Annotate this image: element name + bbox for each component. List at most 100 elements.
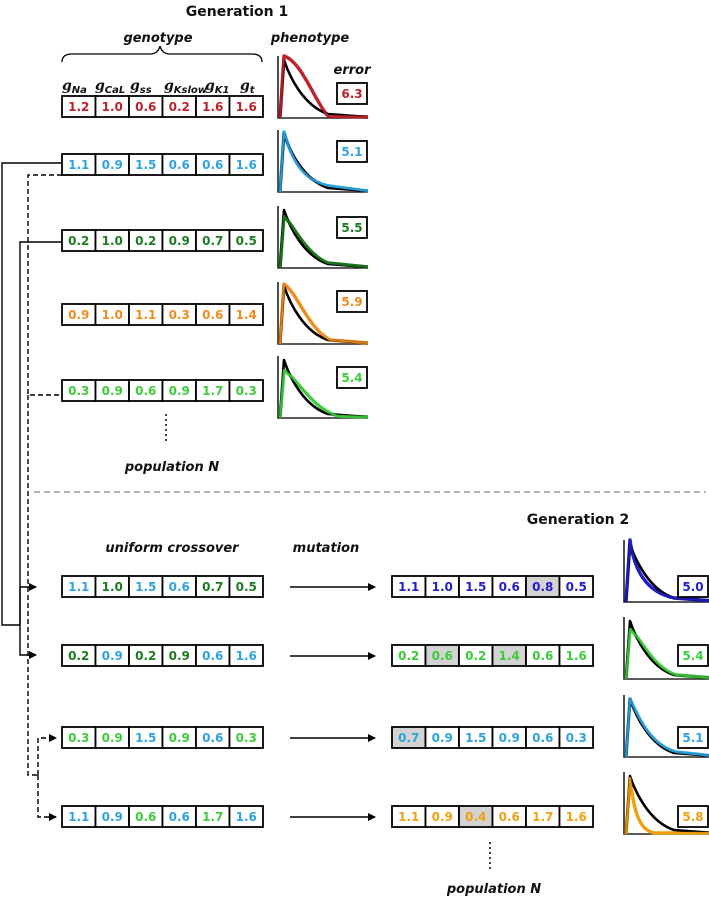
gene-value: 0.6 bbox=[499, 580, 520, 594]
error-value-box: 5.0 bbox=[677, 575, 709, 598]
error-label: error bbox=[334, 63, 373, 78]
gene-value: 0.5 bbox=[236, 234, 257, 248]
gene-value: 0.3 bbox=[236, 384, 257, 398]
gene-value: 0.2 bbox=[398, 649, 419, 663]
gene-value: 0.6 bbox=[135, 100, 156, 114]
gene-value: 0.9 bbox=[102, 810, 123, 824]
error-value: 5.0 bbox=[682, 580, 703, 594]
gene-value: 0.7 bbox=[398, 731, 419, 745]
gene-value: 1.1 bbox=[68, 158, 89, 172]
gene-value: 0.9 bbox=[102, 158, 123, 172]
error-value-box: 5.5 bbox=[336, 216, 368, 239]
gene-value: 1.0 bbox=[102, 580, 123, 594]
error-value: 5.1 bbox=[682, 731, 703, 745]
population-label-2: population N bbox=[446, 882, 541, 897]
gene-header-k1: gK1 bbox=[205, 78, 230, 96]
gene-value: 0.3 bbox=[566, 731, 587, 745]
selection-connectors-solid bbox=[1, 162, 62, 659]
error-value-box: 6.3 bbox=[336, 82, 368, 105]
gene-value: 1.5 bbox=[135, 580, 156, 594]
gene-cell bbox=[558, 805, 594, 828]
error-value: 5.5 bbox=[341, 221, 362, 235]
population-label-1: population N bbox=[124, 460, 219, 475]
gene-value: 0.6 bbox=[432, 649, 453, 663]
gene-value: 0.3 bbox=[169, 308, 190, 322]
error-value: 6.3 bbox=[341, 87, 362, 101]
error-value-box: 5.9 bbox=[336, 290, 368, 313]
error-value-box: 5.1 bbox=[677, 726, 709, 749]
gene-value: 1.6 bbox=[202, 100, 223, 114]
gene-value: 1.7 bbox=[532, 810, 553, 824]
gene-cell bbox=[228, 95, 264, 118]
gene-value: 0.2 bbox=[465, 649, 486, 663]
gene-cell bbox=[228, 379, 264, 402]
gene-value: 1.7 bbox=[202, 384, 223, 398]
gene-value: 0.9 bbox=[169, 731, 190, 745]
gene-value: 1.1 bbox=[68, 580, 89, 594]
gen1-phenotype-trace bbox=[277, 54, 369, 119]
gene-cell bbox=[228, 229, 264, 252]
gen1-phenotype-trace bbox=[277, 282, 369, 345]
gene-value: 0.6 bbox=[202, 649, 223, 663]
generation-1-title: Generation 1 bbox=[186, 4, 289, 20]
gene-value: 1.1 bbox=[398, 810, 419, 824]
gene-header-ss: gss bbox=[130, 78, 152, 96]
error-value-box: 5.1 bbox=[336, 140, 368, 163]
gene-value: 0.9 bbox=[169, 649, 190, 663]
gene-cell bbox=[558, 575, 594, 598]
gene-value: 1.5 bbox=[465, 580, 486, 594]
mutation-label: mutation bbox=[293, 541, 360, 556]
gene-value: 1.6 bbox=[236, 810, 257, 824]
gene-value: 0.6 bbox=[169, 158, 190, 172]
gene-value: 0.9 bbox=[432, 731, 453, 745]
gene-value: 1.6 bbox=[566, 649, 587, 663]
gen1-phenotype-trace bbox=[277, 206, 369, 269]
gene-value: 0.9 bbox=[68, 308, 89, 322]
error-value: 5.8 bbox=[682, 810, 703, 824]
gene-value: 1.0 bbox=[102, 308, 123, 322]
generation-2-title: Generation 2 bbox=[527, 512, 630, 528]
gene-value: 0.9 bbox=[499, 731, 520, 745]
error-value: 5.4 bbox=[682, 649, 703, 663]
gene-value: 0.9 bbox=[432, 810, 453, 824]
gene-value: 1.5 bbox=[135, 731, 156, 745]
gene-cell bbox=[558, 726, 594, 749]
gene-value: 0.6 bbox=[202, 308, 223, 322]
selection-connectors-dashed bbox=[27, 174, 62, 821]
gene-value: 1.4 bbox=[236, 308, 257, 322]
gene-cell bbox=[228, 303, 264, 326]
gene-value: 0.6 bbox=[499, 810, 520, 824]
gene-value: 1.7 bbox=[202, 810, 223, 824]
gene-value: 0.5 bbox=[236, 580, 257, 594]
mutation-arrows bbox=[290, 583, 376, 821]
gene-cell bbox=[228, 575, 264, 598]
gen2-phenotype-trace bbox=[623, 695, 709, 758]
gene-value: 1.1 bbox=[398, 580, 419, 594]
gene-value: 0.9 bbox=[169, 234, 190, 248]
gene-value: 0.6 bbox=[202, 731, 223, 745]
gene-header-cal: gCaL bbox=[95, 78, 125, 96]
gene-cell bbox=[228, 726, 264, 749]
gene-value: 1.0 bbox=[432, 580, 453, 594]
gene-value: 1.6 bbox=[566, 810, 587, 824]
gene-value: 0.6 bbox=[169, 580, 190, 594]
crossover-label: uniform crossover bbox=[105, 541, 240, 556]
error-value-box: 5.4 bbox=[336, 366, 368, 389]
